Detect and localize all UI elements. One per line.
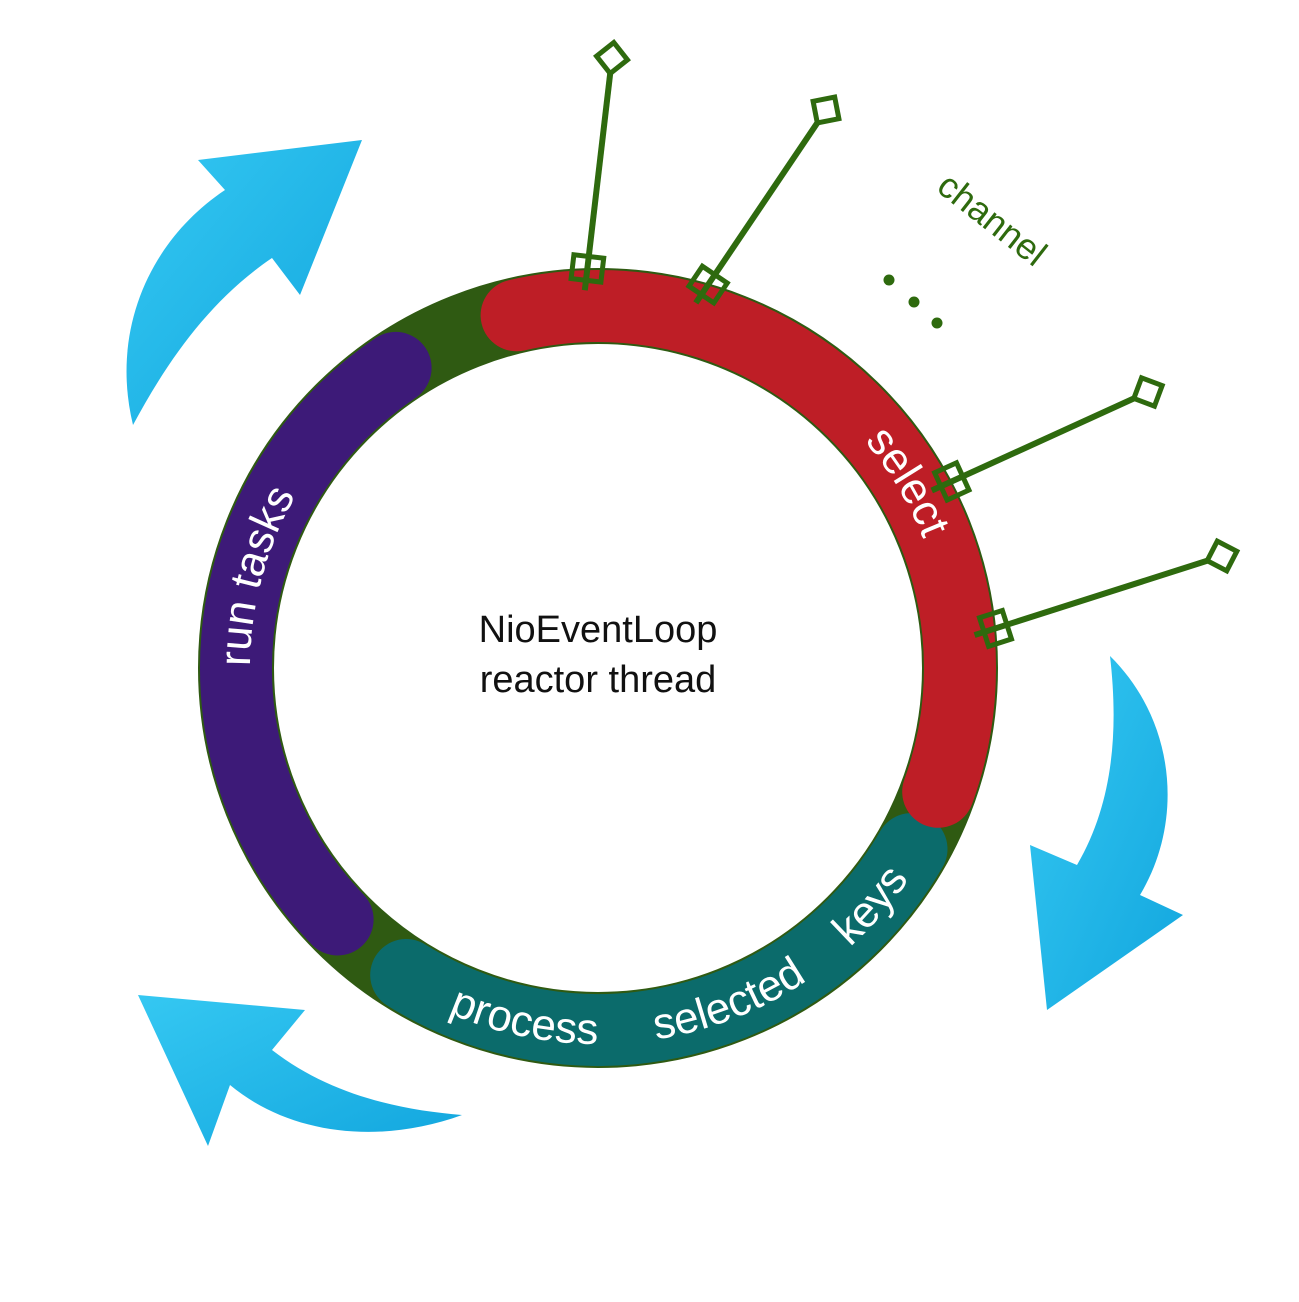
channel-connector — [973, 537, 1241, 650]
center-subtitle: reactor thread — [480, 659, 717, 701]
channel-end-icon — [593, 39, 631, 77]
channel-connector — [568, 39, 631, 291]
channel-line — [693, 108, 829, 305]
channel-label: channel — [930, 164, 1055, 274]
ellipsis-dots — [883, 274, 943, 329]
rotation-arrow-bottom-left-icon — [138, 995, 462, 1146]
center-title: NioEventLoop — [479, 609, 718, 651]
channel-line — [930, 389, 1150, 494]
channel-plug-icon — [568, 251, 607, 285]
channel-line — [581, 57, 615, 291]
ellipsis-dot — [883, 274, 895, 286]
channel-connector — [685, 94, 842, 307]
channel-end-icon — [810, 94, 842, 126]
channel-connectors — [568, 39, 1241, 650]
channel-plug-icon — [685, 262, 731, 307]
channel-plug-icon — [931, 459, 973, 504]
channel-end-icon — [1130, 374, 1166, 410]
run-tasks-label: run tasks — [211, 477, 305, 666]
ellipsis-dot — [908, 296, 920, 308]
rotation-arrow-right-icon — [1030, 656, 1183, 1010]
rotation-arrow-top-left-icon — [126, 140, 362, 425]
run-tasks-segment — [200, 331, 432, 956]
channel-end-icon — [1203, 537, 1241, 575]
ellipsis-dot — [931, 317, 943, 329]
channel-plug-icon — [976, 607, 1015, 650]
channel-line — [973, 553, 1223, 638]
channel-connector — [930, 374, 1166, 504]
select-segment — [480, 270, 997, 828]
process-selected-keys-segment — [370, 813, 948, 1066]
